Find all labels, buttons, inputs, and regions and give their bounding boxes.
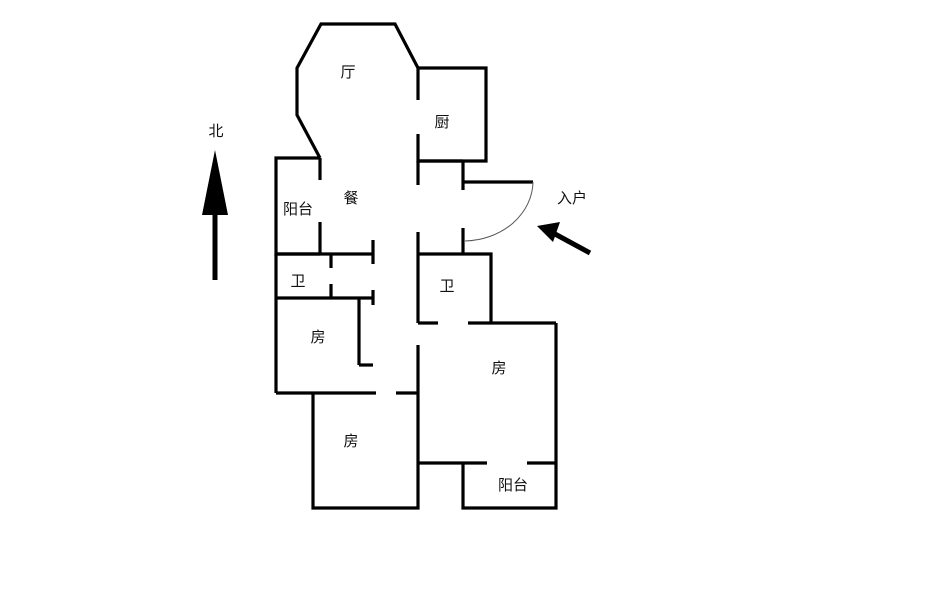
room-label-bath-west: 卫 — [290, 272, 305, 290]
entry-door-swing — [464, 181, 534, 242]
room-label-kitchen: 厨 — [434, 113, 449, 131]
living-room-wall — [295, 22, 420, 159]
room-label-bedroom-east: 房 — [491, 359, 506, 377]
room-label-living: 厅 — [340, 63, 355, 81]
east-bedroom-wall — [461, 323, 558, 510]
north-arrow-icon — [202, 150, 228, 280]
room-label-balcony-west: 阳台 — [283, 200, 313, 218]
entrance-label: 入户 — [557, 189, 587, 207]
room-label-dining: 餐 — [343, 189, 358, 207]
room-label-balcony-south: 阳台 — [498, 476, 528, 494]
room-label-bath-center: 卫 — [439, 277, 454, 295]
walls — [274, 22, 558, 510]
kitchen-wall — [416, 66, 488, 163]
north-label: 北 — [208, 122, 223, 140]
room-label-bedroom-west: 房 — [310, 328, 325, 346]
entrance-arrow-icon — [537, 222, 592, 256]
south-bedroom-wall — [311, 345, 420, 510]
room-label-bedroom-south: 房 — [343, 432, 358, 450]
center-bath-wall — [418, 252, 493, 323]
